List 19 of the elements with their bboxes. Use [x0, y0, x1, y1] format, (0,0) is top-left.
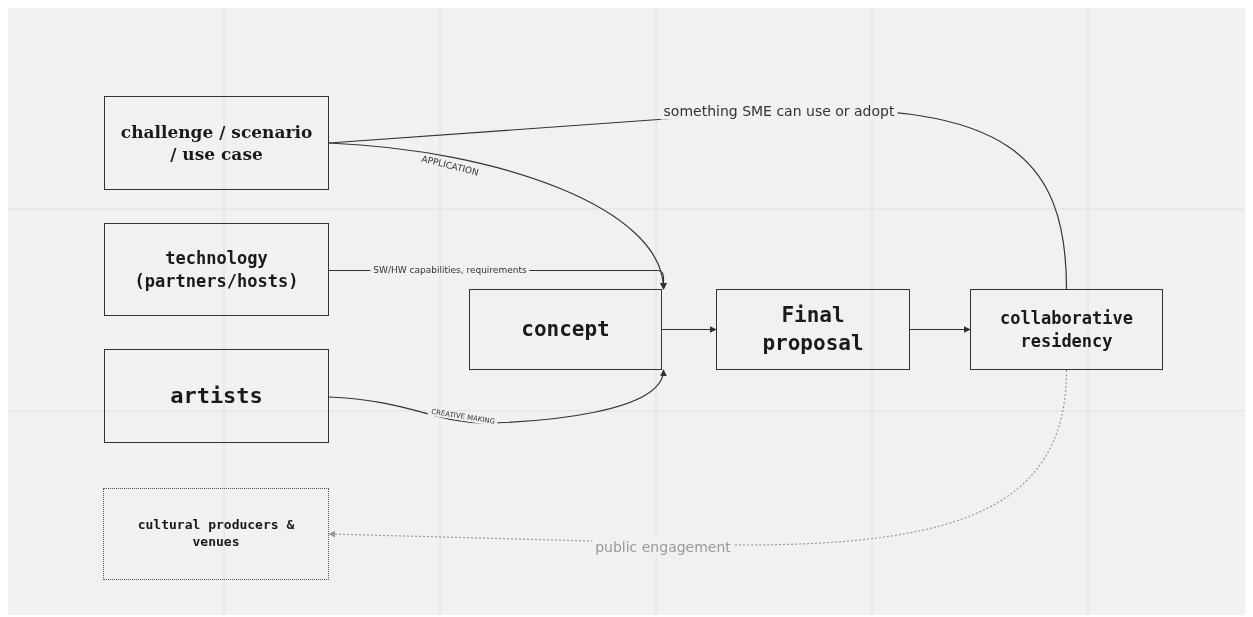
- connector-arrow: [909, 326, 971, 333]
- process-box: [104, 349, 329, 443]
- edge-label: something SME can use or adopt: [660, 102, 898, 120]
- process-box: [716, 289, 910, 370]
- process-box: [104, 96, 329, 190]
- process-box: [469, 289, 662, 370]
- node-label: technology (partners/hosts): [133, 247, 300, 292]
- process-box: [104, 223, 329, 316]
- node-label: cultural producers & venues: [136, 517, 296, 551]
- edge-label: public engagement: [592, 538, 734, 556]
- node-label: artists: [170, 381, 263, 410]
- process-box: [970, 289, 1163, 370]
- node-label: concept: [521, 315, 610, 343]
- connector-arrow: [661, 326, 717, 333]
- process-box: [103, 488, 329, 580]
- node-label: collaborative residency: [998, 307, 1135, 352]
- node-label: Final proposal: [761, 302, 865, 357]
- edge-label: SW/HW capabilities, requirements: [370, 264, 530, 276]
- node-label: challenge / scenario / use case: [119, 120, 314, 166]
